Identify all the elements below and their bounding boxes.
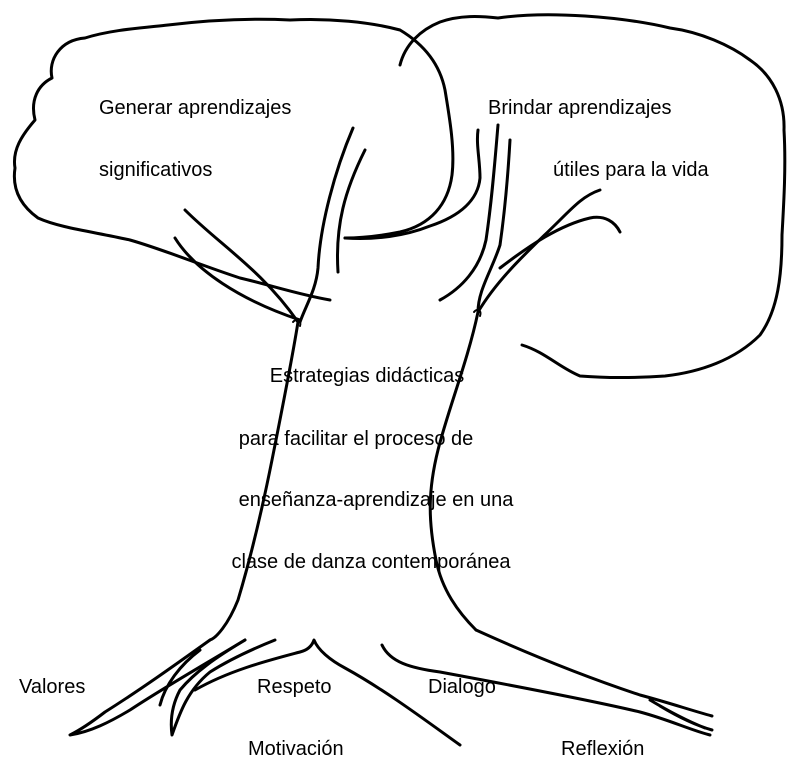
trunk-line4: clase de danza contemporánea — [231, 550, 510, 574]
root-label-motivacion: Motivación — [248, 737, 344, 758]
trunk-right-contour — [430, 312, 478, 630]
branch-5 — [345, 130, 480, 239]
branch-4 — [337, 150, 365, 272]
trunk-line1: Estrategias didácticas — [270, 364, 465, 388]
branch-8 — [478, 190, 600, 312]
root-label-reflexion: Reflexión — [561, 737, 644, 758]
root-label-respeto: Respeto — [257, 675, 332, 699]
root-label-valores: Valores — [19, 675, 85, 699]
right-crown-outline — [400, 15, 785, 378]
branch-3 — [300, 128, 353, 322]
crown-left-line1: Generar aprendizajes — [99, 96, 291, 120]
crown-right-line1: Brindar aprendizajes — [488, 96, 671, 120]
trunk-line2: para facilitar el proceso de — [239, 427, 474, 451]
left-crown-outline — [14, 19, 453, 300]
crown-right-line2: útiles para la vida — [553, 158, 709, 182]
branch-1 — [175, 238, 300, 320]
crown-left-line2: significativos — [99, 158, 212, 182]
root-right-strands — [476, 630, 712, 730]
root-far-left — [70, 640, 245, 735]
root-label-dialogo: Dialogo — [428, 675, 496, 699]
trunk-line3: enseñanza-aprendizaje en una — [239, 488, 514, 512]
